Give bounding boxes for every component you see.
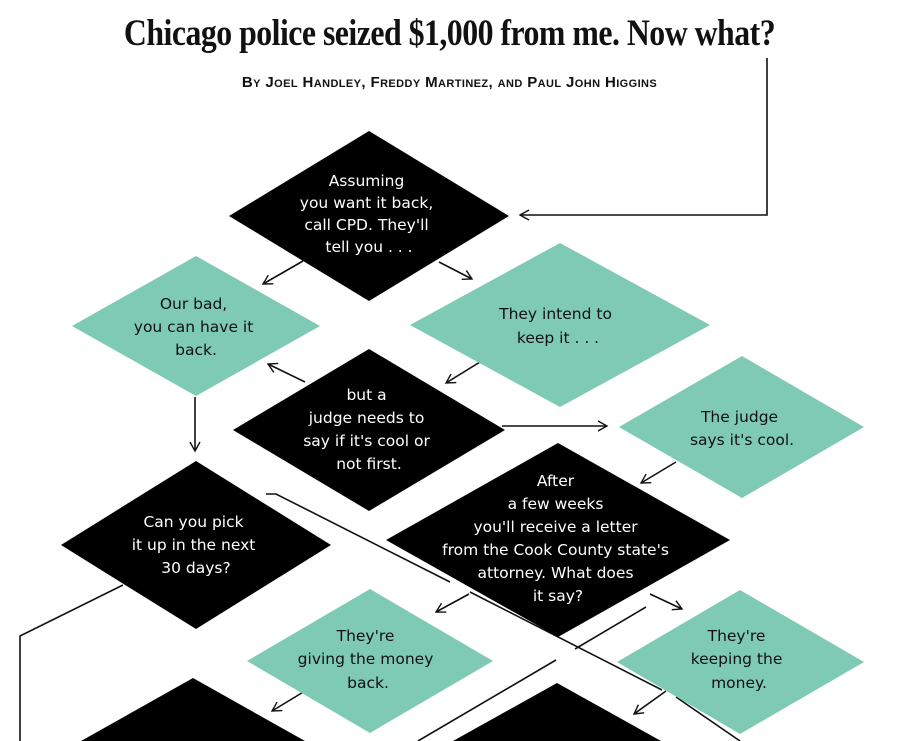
node-call-cpd	[229, 131, 509, 301]
label-line: not first.	[336, 455, 402, 473]
label-line: They're	[336, 627, 395, 645]
node-intend-keep	[410, 243, 710, 407]
label-line: money.	[711, 674, 767, 692]
connector-crossing-lower	[417, 606, 647, 741]
label-line: giving the money	[298, 650, 434, 668]
node-bottom-right-partial	[453, 683, 661, 741]
connector-intend-keep-to-judge-needs	[444, 361, 481, 384]
label-line: They intend to	[498, 305, 612, 323]
page-title: Chicago police seized $1,000 from me. No…	[123, 13, 776, 54]
node-call-cpd-label: Assuming you want it back, call CPD. The…	[300, 172, 438, 256]
connector-letter-to-giving-back	[434, 593, 470, 613]
connector-judge-needs-to-our-bad	[266, 362, 306, 383]
connector-pick-up-long-diagonal	[266, 493, 741, 741]
node-intend-keep-label: They intend to keep it . . .	[498, 305, 617, 347]
label-line: After	[537, 472, 575, 490]
node-bottom-left-partial	[81, 678, 305, 741]
node-judge-cool-label: The judge says it's cool.	[690, 408, 794, 449]
label-line: it say?	[533, 587, 583, 605]
node-keeping-label: They're keeping the money.	[691, 627, 788, 692]
label-line: but a	[346, 386, 386, 404]
label-line: Our bad,	[160, 295, 227, 313]
label-line: you'll receive a letter	[473, 518, 638, 536]
connector-call-cpd-to-intend-keep	[438, 261, 474, 281]
label-line: 30 days?	[161, 559, 230, 577]
node-letter-label: After a few weeks you'll receive a lette…	[442, 472, 674, 605]
byline: By Joel Handley, Freddy Martinez, and Pa…	[241, 74, 658, 91]
node-our-bad	[72, 256, 320, 396]
label-line: a few weeks	[508, 495, 604, 513]
label-line: judge needs to	[308, 409, 425, 427]
connector-keeping-down	[632, 690, 667, 715]
connectors	[19, 58, 768, 741]
node-judge-needs-label: but a judge needs to say if it's cool or…	[303, 386, 435, 473]
label-line: back.	[347, 674, 389, 692]
label-line: call CPD. They'll	[304, 216, 428, 234]
connector-judge-cool-to-letter	[639, 461, 677, 484]
label-line: say if it's cool or	[303, 432, 430, 450]
node-judge-needs	[233, 349, 505, 511]
connector-pick-up-no	[19, 584, 124, 741]
label-line: you can have it	[134, 318, 254, 336]
label-line: keep it . . .	[517, 329, 599, 347]
label-line: says it's cool.	[690, 431, 794, 449]
node-giving-back-label: They're giving the money back.	[298, 627, 439, 692]
label-line: back.	[175, 341, 217, 359]
label-line: Assuming	[329, 172, 405, 190]
connector-call-cpd-to-our-bad	[261, 260, 304, 285]
connector-giving-back-down	[270, 690, 306, 712]
node-our-bad-label: Our bad, you can have it back.	[134, 295, 258, 359]
label-line: tell you . . .	[325, 238, 412, 256]
label-line: from the Cook County state's	[442, 541, 669, 559]
node-letter	[386, 443, 730, 637]
node-pick-up	[61, 461, 331, 629]
node-judge-cool	[619, 356, 864, 498]
node-keeping	[617, 590, 864, 734]
label-line: it up in the next	[132, 536, 256, 554]
node-pick-up-label: Can you pick it up in the next 30 days?	[132, 513, 261, 577]
connector-letter-to-keeping	[649, 593, 684, 611]
label-line: attorney. What does	[478, 564, 634, 582]
label-line: Can you pick	[143, 513, 243, 531]
node-giving-back	[247, 589, 493, 733]
connector-title-to-call-cpd	[518, 58, 768, 221]
label-line: keeping the	[691, 650, 783, 668]
label-line: you want it back,	[300, 194, 433, 212]
label-line: They're	[707, 627, 766, 645]
label-line: The judge	[700, 408, 778, 426]
